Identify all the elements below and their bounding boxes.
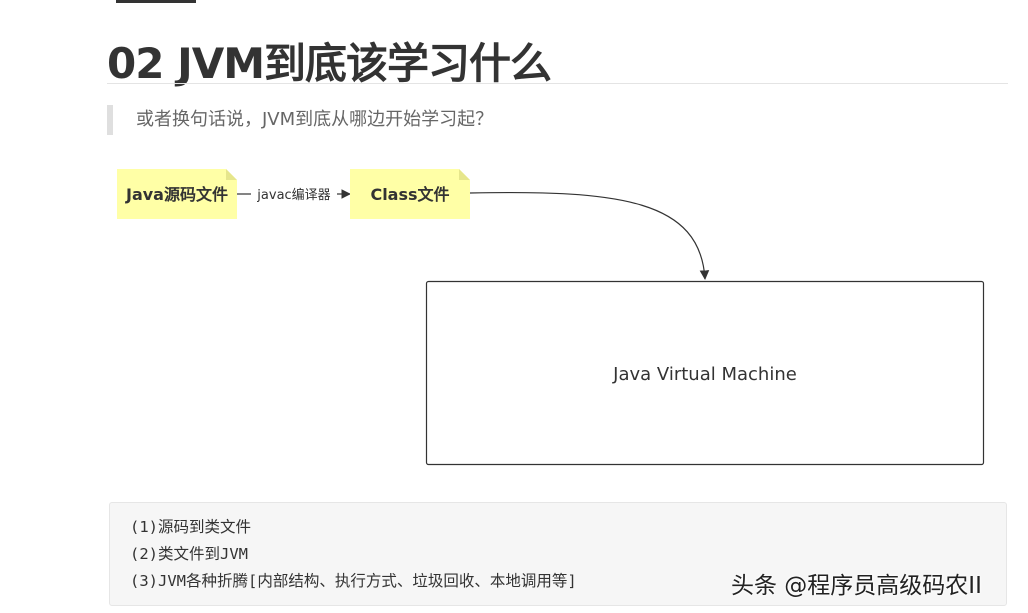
code-line: (3)JVM各种折腾[内部结构、执行方式、垃圾回收、本地调用等] xyxy=(130,572,577,590)
code-line: (1)源码到类文件 xyxy=(130,518,251,536)
blockquote-text: 或者换句话说，JVM到底从哪边开始学习起？ xyxy=(136,109,494,130)
load-edge xyxy=(469,191,710,280)
compiler-label: javac编译器 xyxy=(256,188,330,203)
class-file-label: Class文件 xyxy=(370,185,449,204)
code-line: (2)类文件到JVM xyxy=(130,545,248,563)
watermark: 头条 @程序员高级码农II xyxy=(731,573,982,599)
code-block: (1)源码到类文件 (2)类文件到JVM (3)JVM各种折腾[内部结构、执行方… xyxy=(109,502,1007,606)
class-file-note: Class文件 xyxy=(350,169,470,219)
source-file-label: Java源码文件 xyxy=(125,185,228,204)
compile-edge: javac编译器 xyxy=(237,188,351,203)
page-title: 02 JVM到底该学习什么 xyxy=(107,39,552,88)
top-divider-bar xyxy=(116,0,196,3)
blockquote: 或者换句话说，JVM到底从哪边开始学习起？ xyxy=(107,105,493,135)
jvm-box: Java Virtual Machine xyxy=(425,280,985,466)
source-file-note: Java源码文件 xyxy=(117,169,237,219)
title-underline xyxy=(107,83,1008,84)
jvm-box-label: Java Virtual Machine xyxy=(612,364,797,385)
jvm-flow-diagram: Java源码文件 javac编译器 Class文件 Java Virtual M… xyxy=(117,169,985,466)
